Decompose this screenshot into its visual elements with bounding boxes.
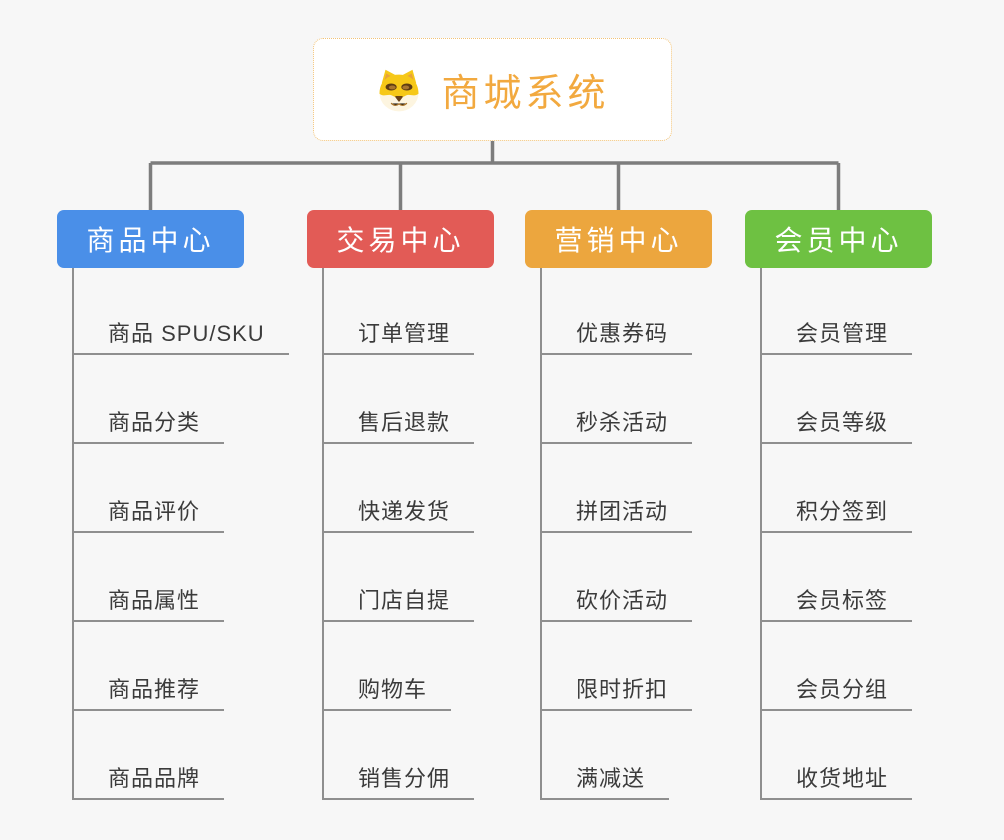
- leaf-node[interactable]: 秒杀活动: [540, 412, 693, 444]
- leaf-node[interactable]: 限时折扣: [540, 679, 693, 711]
- leaf-node[interactable]: 会员管理: [760, 323, 913, 355]
- branch-vertical-line: [540, 268, 542, 800]
- leaf-node[interactable]: 会员等级: [760, 412, 913, 444]
- leaf-node[interactable]: 商品属性: [72, 590, 225, 622]
- branch-vertical-line: [322, 268, 324, 800]
- leaf-node[interactable]: 商品 SPU/SKU: [72, 323, 289, 355]
- leaf-node[interactable]: 快递发货: [322, 501, 475, 533]
- branch-items-marketing-center: 优惠券码 秒杀活动 拼团活动 砍价活动 限时折扣 满减送: [540, 268, 770, 800]
- leaf-node[interactable]: 拼团活动: [540, 501, 693, 533]
- branch-drop-lines: [148, 163, 841, 210]
- root-node[interactable]: 商城系统: [313, 38, 672, 141]
- leaf-node[interactable]: 商品推荐: [72, 679, 225, 711]
- branch-vertical-line: [72, 268, 74, 800]
- branch-box-product-center[interactable]: 商品中心: [57, 210, 244, 268]
- leaf-node[interactable]: 门店自提: [322, 590, 475, 622]
- leaf-node[interactable]: 销售分佣: [322, 768, 475, 800]
- leaf-node[interactable]: 售后退款: [322, 412, 475, 444]
- leaf-node[interactable]: 会员分组: [760, 679, 913, 711]
- leaf-node[interactable]: 满减送: [540, 768, 670, 800]
- branch-box-marketing-center[interactable]: 营销中心: [525, 210, 712, 268]
- leaf-node[interactable]: 积分签到: [760, 501, 913, 533]
- leaf-node[interactable]: 会员标签: [760, 590, 913, 622]
- leaf-node[interactable]: 商品评价: [72, 501, 225, 533]
- root-title: 商城系统: [441, 73, 610, 115]
- leaf-node[interactable]: 收货地址: [760, 768, 913, 800]
- leaf-node[interactable]: 商品分类: [72, 412, 225, 444]
- branch-items-product-center: 商品 SPU/SKU 商品分类 商品评价 商品属性 商品推荐 商品品牌: [72, 268, 302, 800]
- leaf-node[interactable]: 购物车: [322, 679, 452, 711]
- branch-box-member-center[interactable]: 会员中心: [745, 210, 932, 268]
- branch-items-member-center: 会员管理 会员等级 积分签到 会员标签 会员分组 收货地址: [760, 268, 990, 800]
- dog-face-icon: [375, 66, 423, 114]
- leaf-node[interactable]: 优惠券码: [540, 323, 693, 355]
- leaf-node[interactable]: 商品品牌: [72, 768, 225, 800]
- leaf-node[interactable]: 订单管理: [322, 323, 475, 355]
- branch-items-trade-center: 订单管理 售后退款 快递发货 门店自提 购物车 销售分佣: [322, 268, 552, 800]
- branch-vertical-line: [760, 268, 762, 800]
- branch-box-trade-center[interactable]: 交易中心: [307, 210, 494, 268]
- leaf-node[interactable]: 砍价活动: [540, 590, 693, 622]
